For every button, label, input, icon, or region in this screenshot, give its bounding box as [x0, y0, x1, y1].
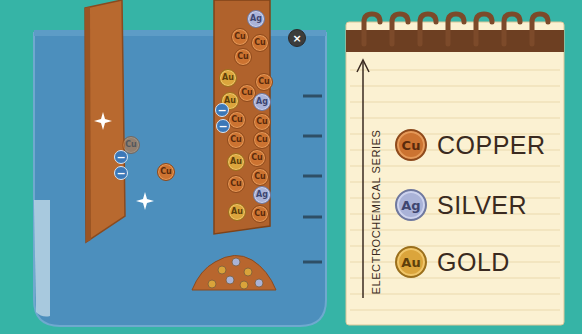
coin-symbol: Ag: [250, 15, 262, 23]
metal-coin: Cu: [253, 113, 271, 131]
coin-symbol: Cu: [237, 53, 249, 61]
series-label: ELECTROCHEMICAL SERIES: [370, 130, 382, 295]
metal-coin: AgSILVER: [395, 189, 427, 221]
coin-symbol: Cu: [258, 78, 270, 86]
notebook-page: [346, 22, 564, 325]
metal-coin: Cu: [248, 149, 266, 167]
electron: −: [114, 166, 128, 180]
sludge-particles: [208, 258, 263, 289]
electron: −: [216, 119, 230, 133]
metal-name: SILVER: [437, 191, 527, 220]
close-button: ×: [288, 29, 306, 47]
coin-symbol: Cu: [402, 139, 421, 152]
beaker-glass: [34, 200, 50, 317]
series-arrow: [357, 60, 369, 298]
anode-edge: [85, 7, 91, 242]
metal-coin: Cu: [253, 131, 271, 149]
metal-coin: Cu: [251, 205, 269, 223]
metal-coin: CuCOPPER: [395, 129, 427, 161]
metal-coin: Cu: [227, 175, 245, 193]
metal-coin: Cu: [227, 131, 245, 149]
metal-coin: Cu: [251, 168, 269, 186]
coin-symbol: Cu: [251, 154, 263, 162]
coin-symbol: Cu: [125, 141, 137, 149]
coin-symbol: Cu: [254, 173, 266, 181]
metal-coin: Ag: [253, 186, 271, 204]
coin-symbol: Cu: [160, 168, 172, 176]
coin-symbol: Ag: [256, 191, 268, 199]
coin-symbol: Au: [222, 74, 234, 82]
metal-name: COPPER: [437, 131, 546, 160]
coin-symbol: Cu: [241, 89, 253, 97]
sparkles: [94, 112, 154, 210]
metal-coin: Ag: [247, 10, 265, 28]
coin-symbol: −: [218, 121, 227, 132]
coin-symbol: Cu: [234, 33, 246, 41]
metal-coin: Au: [228, 203, 246, 221]
coin-symbol: ×: [292, 33, 301, 44]
coin-symbol: Cu: [256, 118, 268, 126]
liquid-surface: [34, 30, 326, 36]
coin-symbol: Cu: [231, 116, 243, 124]
metal-coin: AuGOLD: [395, 246, 427, 278]
metal-coin: Ag: [253, 93, 271, 111]
scale-ticks: [303, 96, 322, 262]
coin-symbol: Cu: [230, 136, 242, 144]
metal-coin: Cu: [157, 163, 175, 181]
electrolyte: [34, 33, 326, 326]
coin-symbol: Cu: [254, 210, 266, 218]
coin-symbol: Cu: [254, 39, 266, 47]
metal-coin: Au: [219, 69, 237, 87]
metal-name: GOLD: [437, 248, 510, 277]
coin-symbol: Au: [230, 158, 242, 166]
metal-coin: Cu: [231, 28, 249, 46]
electron: −: [114, 150, 128, 164]
anode-sludge: [192, 255, 276, 290]
coin-symbol: Cu: [230, 180, 242, 188]
coin-symbol: −: [116, 168, 125, 179]
anode-plate: [85, 0, 125, 242]
notebook-lines: [350, 70, 560, 310]
coin-symbol: Ag: [401, 199, 420, 212]
binding-rings: [364, 14, 548, 44]
metal-coin: Cu: [255, 73, 273, 91]
coin-symbol: Au: [231, 208, 243, 216]
coin-symbol: −: [116, 152, 125, 163]
coin-symbol: Au: [401, 256, 420, 269]
metal-coin: Au: [227, 153, 245, 171]
cathode-plate: [214, 0, 270, 234]
metal-coin: Cu: [251, 34, 269, 52]
coin-symbol: Cu: [256, 136, 268, 144]
coin-symbol: Ag: [256, 98, 268, 106]
coin-symbol: −: [217, 105, 226, 116]
metal-coin: Cu: [234, 48, 252, 66]
electron: −: [215, 103, 229, 117]
metal-coin: Cu: [228, 111, 246, 129]
